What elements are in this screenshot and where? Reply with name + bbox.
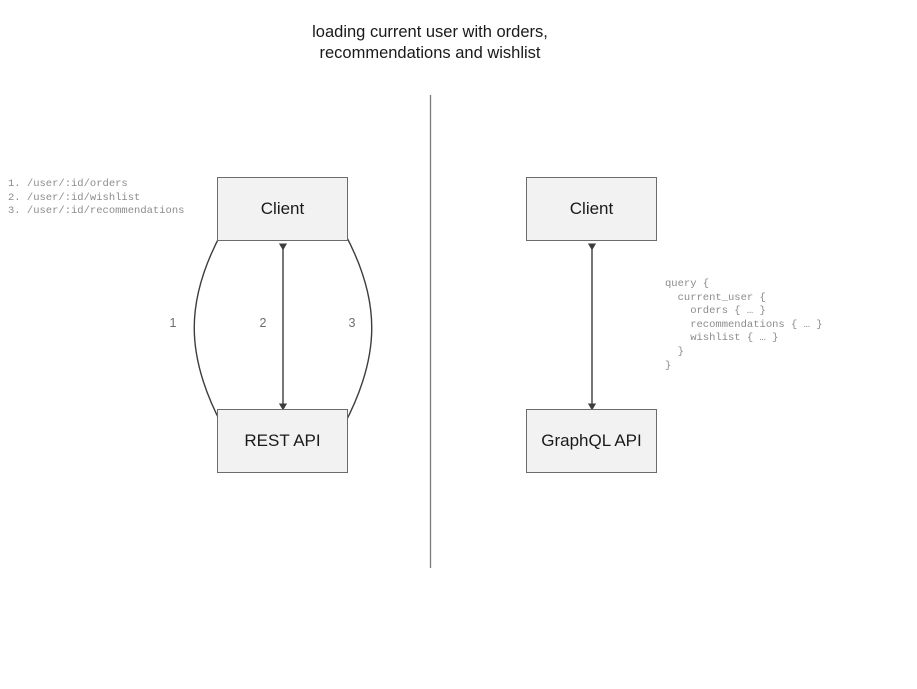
edge-rest-3	[339, 228, 373, 430]
edge-label-1: 1	[169, 316, 177, 330]
edge-rest-1	[193, 228, 227, 430]
edge-label-3: 3	[348, 316, 356, 330]
graphql-query-block: query { current_user { orders { … } reco…	[665, 278, 823, 372]
node-graphql-api[interactable]: GraphQL API	[526, 409, 657, 473]
page-title: loading current user with orders, recomm…	[312, 23, 548, 62]
node-client-rest[interactable]: Client	[217, 177, 348, 241]
edge-label-2: 2	[259, 316, 267, 330]
rest-endpoint-list: 1. /user/:id/orders 2. /user/:id/wishlis…	[8, 178, 185, 218]
node-rest-api[interactable]: REST API	[217, 409, 348, 473]
node-client-graphql[interactable]: Client	[526, 177, 657, 241]
